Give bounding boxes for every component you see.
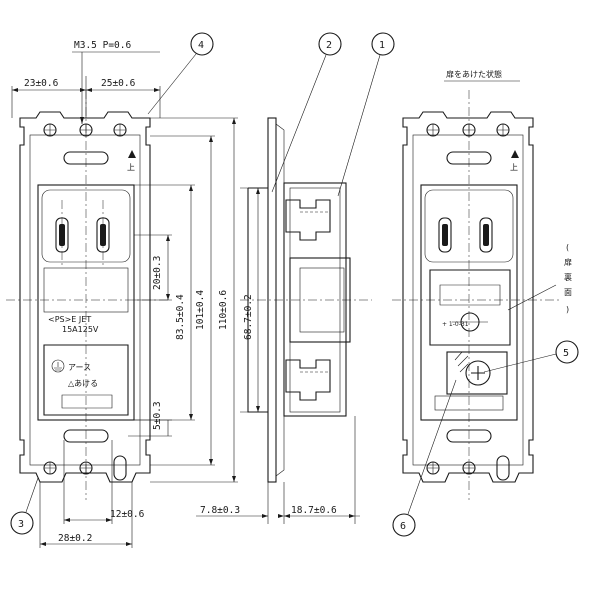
- plate-line1: <PS>E JET: [48, 315, 91, 324]
- svg-text:+ 1-0-31: + 1-0-31: [442, 321, 469, 328]
- callout-5: [555, 340, 579, 364]
- door-back-1: 扉: [564, 257, 572, 267]
- dim-20: 20±0.3: [152, 256, 163, 290]
- side-view: [240, 117, 372, 483]
- callout-4-label: 4: [198, 40, 204, 51]
- callout-2-label: 2: [326, 40, 332, 51]
- front-view-door-open: 扉をあけた状態 上 + 1-0-31: [392, 69, 572, 500]
- open-here-label: △あける: [68, 379, 98, 388]
- dim-187: 18.7±0.6: [291, 505, 337, 516]
- callout-2: [318, 32, 342, 56]
- screw-spec: M3.5 P=0.6: [74, 40, 131, 51]
- state-open-label: 扉をあけた状態: [446, 69, 502, 79]
- dim-5: 5±0.3: [152, 401, 163, 430]
- door-back-close: ): [566, 305, 569, 314]
- dim-78: 7.8±0.3: [200, 505, 240, 516]
- front-view: 上 <PS>E JET 15A125V アース △あける: [6, 90, 170, 500]
- dim-101: 101±0.4: [195, 290, 206, 330]
- dim-110: 110±0.6: [218, 290, 229, 330]
- callout-4: [190, 32, 214, 56]
- plate-line2: 15A125V: [62, 325, 99, 334]
- earth-label: アース: [68, 363, 91, 372]
- dim-28: 28±0.2: [58, 533, 92, 544]
- callout-5-label: 5: [563, 348, 569, 359]
- callout-3: [10, 511, 34, 535]
- front-dimensions: 23±0.6 25±0.6 M3.5 P=0.6 20±0.3 83.5±0.4…: [11, 40, 238, 548]
- dim-83: 83.5±0.4: [175, 294, 186, 340]
- dim-23: 23±0.6: [24, 78, 59, 89]
- callout-6-label: 6: [400, 521, 406, 532]
- up-label-right: 上: [510, 163, 518, 172]
- callout-6: [392, 513, 416, 537]
- dim-12: 12±0.6: [110, 509, 145, 520]
- side-dimensions: 68.7±0.2 7.8±0.3 18.7±0.6: [196, 187, 360, 524]
- door-back-open: (: [566, 243, 569, 252]
- up-label-left: 上: [127, 163, 135, 172]
- dim-68: 68.7±0.2: [243, 294, 254, 340]
- callout-1: [371, 32, 395, 56]
- callout-3-label: 3: [18, 519, 24, 530]
- callouts: 1 2 3 4 5 6: [10, 32, 579, 537]
- door-back-3: 面: [564, 288, 572, 297]
- callout-1-label: 1: [379, 40, 385, 51]
- dim-25: 25±0.6: [101, 78, 136, 89]
- door-back-2: 裏: [564, 272, 572, 282]
